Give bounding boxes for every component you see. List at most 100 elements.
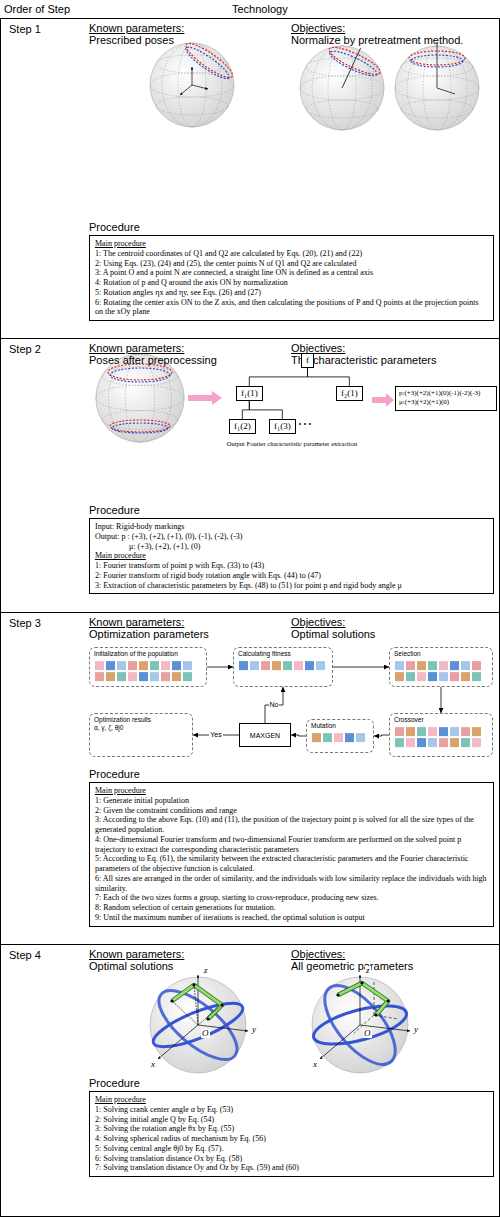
stage-heading: Initialization of the population (94, 650, 202, 658)
function-box: f₁(1) (236, 386, 263, 401)
field-heading: Objectives: (291, 22, 345, 34)
procedure-line: 7: Solving translation distance Oy and O… (95, 1163, 488, 1173)
axis-label: x (312, 1060, 318, 1069)
flow-arrow (333, 667, 389, 668)
population-cell (395, 727, 404, 736)
population-cell (472, 738, 481, 747)
procedure-subheading: Main procedure (95, 551, 488, 561)
population-cell (439, 661, 448, 670)
step-row: Step 2Known parameters:Poses after prepr… (0, 338, 500, 613)
population-cell (406, 661, 415, 670)
population-cell (128, 661, 137, 670)
tree-line (242, 401, 249, 419)
procedure-line: 4: Solving spherical radius of mechanism… (95, 1134, 488, 1144)
procedure-heading: Procedure (89, 504, 140, 517)
procedure-line: 3: Solving the rotation angle θx by Eq. … (95, 1124, 488, 1134)
box-text: MAXGEN (250, 732, 280, 739)
field-value: All geometric parameters (291, 960, 413, 972)
population-cell (406, 727, 415, 736)
caption-note: Output Fourier characteristic parameter … (222, 440, 362, 448)
population-cell (461, 672, 470, 681)
population-cell (417, 661, 426, 670)
population-cell (461, 738, 470, 747)
procedure-line: 5: Solving central angle θj0 by Eq. (57)… (95, 1144, 488, 1154)
population-cell (472, 661, 481, 670)
population-cell (406, 672, 415, 681)
population-cell (428, 727, 437, 736)
population-cell (472, 727, 481, 736)
edge-label: Yes (209, 731, 222, 739)
algorithm-stage: Optimization resultsα, γ, ζ, θj0 (89, 713, 193, 757)
function-name: f (306, 355, 309, 366)
population-cell (139, 661, 148, 670)
parameter-list: μ:(+3)(+2)(+1)(0) (399, 398, 493, 407)
population-cell (172, 672, 181, 681)
function-name: f₁(3) (274, 421, 291, 432)
step-label: Step 2 (9, 343, 41, 355)
population-cell (395, 738, 404, 747)
population-cell (250, 661, 259, 670)
field-value: Prescribed poses (89, 34, 174, 46)
sphere-figure (150, 36, 479, 130)
procedure-line: μ: (+3), (+2), (+1), (0) (95, 542, 488, 552)
function-box: f₁(2) (229, 419, 256, 434)
procedure-box: ProcedureMain procedure1: Generate initi… (89, 782, 494, 927)
function-name: f₁(1) (241, 388, 258, 399)
stage-heading: Calculating fitness (238, 650, 328, 658)
procedure-box: ProcedureMain procedure1: The centroid c… (89, 235, 494, 321)
function-box: f₂(1) (336, 386, 363, 401)
population-cell (261, 661, 270, 670)
procedure-line: 8: Random selection of certain generatio… (95, 903, 488, 913)
step-label: Step 4 (9, 949, 41, 961)
population-cell (356, 733, 365, 742)
function-name: f₂(1) (341, 388, 358, 399)
procedure-line: 6: Rotating the center axis ON to the Z … (95, 298, 488, 318)
procedure-line: 2: Fourier transform of rigid body rotat… (95, 571, 488, 581)
step-label: Step 1 (9, 23, 41, 35)
population-cell (95, 661, 104, 670)
procedure-subheading: Main procedure (95, 239, 488, 249)
procedure-box: ProcedureMain procedure1: Solving crank … (89, 1091, 494, 1177)
function-name: f₁(2) (234, 421, 251, 432)
population-cell (461, 661, 470, 670)
flow-arrow (441, 687, 442, 713)
population-cell (95, 672, 104, 681)
field-value: Optimal solutions (89, 960, 173, 972)
mechanism-figure (148, 975, 248, 1073)
sphere-figure (96, 354, 184, 442)
parameter-list: p:(+3)(+2)(+1)(0)(-1)(-2)(-3) (399, 389, 493, 398)
population-cell (428, 661, 437, 670)
field-value: Poses after preprocessing (89, 354, 217, 366)
function-box: f (301, 353, 314, 368)
step-row: Step 1Known parameters:Prescribed posesO… (0, 18, 500, 339)
population-cell (305, 661, 314, 670)
procedure-line: 7: Each of the two sizes forms a group, … (95, 893, 488, 903)
population-cell (161, 661, 170, 670)
flow-arrow (188, 391, 222, 405)
stage-heading: Crossover (394, 716, 488, 724)
population-cell (334, 733, 343, 742)
procedure-heading: Procedure (89, 768, 140, 781)
procedure-line: 2: Using Eqs. (23), (24) and (25), the c… (95, 259, 488, 269)
field-value: Optimal solutions (291, 628, 375, 640)
ellipsis-dots (299, 423, 311, 425)
procedure-heading: Procedure (89, 1077, 140, 1090)
procedure-subheading: Main procedure (95, 1095, 488, 1105)
population-cell (406, 738, 415, 747)
procedure-line: 6: All sizes are arranged in the order o… (95, 874, 488, 894)
axis-label: O (363, 1029, 372, 1038)
axis-label: z (365, 966, 371, 975)
population-cell (150, 672, 159, 681)
field-heading: Known parameters: (89, 616, 184, 628)
axis-label: O (201, 1029, 210, 1038)
flow-arrow (207, 667, 233, 668)
flow-arrow (372, 393, 394, 407)
stage-heading: Mutation (311, 722, 369, 730)
step-row: Step 4Known parameters:Optimal solutions… (0, 944, 500, 1217)
population-cell (345, 733, 354, 742)
population-cell (323, 733, 332, 742)
population-cell (294, 661, 303, 670)
step-row: Step 3Known parameters:Optimization para… (0, 612, 500, 945)
